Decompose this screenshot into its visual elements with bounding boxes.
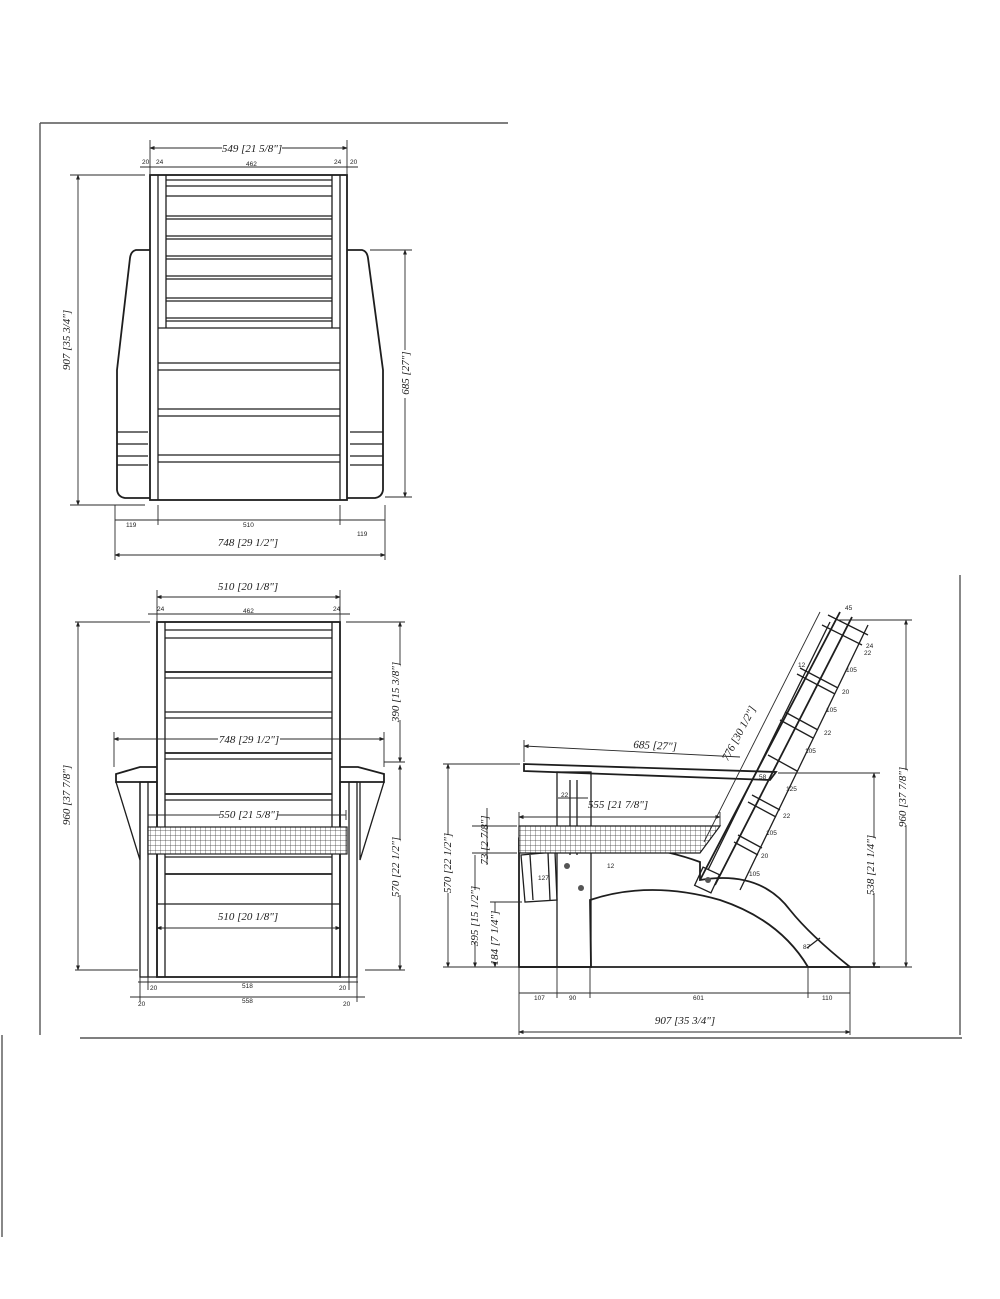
- svg-text:12: 12: [798, 662, 806, 669]
- dim-label: 20: [142, 159, 150, 166]
- dim-label: 20: [350, 159, 358, 166]
- back-rest-side: [699, 611, 869, 891]
- svg-text:22: 22: [783, 813, 791, 820]
- dim-side-arm-length: 685 [27"]: [633, 739, 677, 753]
- dim-side-overall-depth: 907 [35 3/4"]: [655, 1015, 715, 1027]
- svg-text:20: 20: [842, 689, 850, 696]
- dim-label: 558: [242, 998, 253, 1005]
- seat-cushion-side: [518, 825, 722, 854]
- dim-label: 601: [693, 995, 704, 1002]
- dim-front-overall-height: 960 [37 7/8"]: [61, 765, 73, 825]
- dim-label: 22: [561, 792, 569, 799]
- dim-front-arm-height: 570 [22 1/2"]: [390, 837, 402, 897]
- dim-side-rear-arm-height: 538 [21 1/4"]: [865, 835, 877, 895]
- dim-label: 45: [845, 605, 853, 612]
- svg-text:22: 22: [824, 730, 832, 737]
- dim-front-arm-span: 748 [29 1/2"]: [219, 734, 279, 746]
- dim-front-back-height: 390 [15 3/8"]: [390, 662, 402, 723]
- dim-label: 20: [343, 1001, 351, 1008]
- dim-label: 20: [339, 985, 347, 992]
- dim-side-seat-depth: 555 [21 7/8"]: [588, 799, 648, 811]
- dim-label: 24: [333, 606, 341, 613]
- dim-label: 510: [243, 522, 254, 529]
- dim-top-arm-length: 685 [27"]: [400, 351, 412, 394]
- dim-label: 110: [822, 995, 833, 1002]
- top-view: 549 [21 5/8"] 20 24 462 24 20 907 [35 3/…: [61, 140, 412, 560]
- back-slats-top: [158, 179, 340, 463]
- dim-label: 107: [534, 995, 545, 1002]
- dim-top-overall-width-base: 748 [29 1/2"]: [218, 537, 278, 549]
- svg-text:105: 105: [826, 707, 837, 714]
- dim-side-seat-front-height: 395 [15 1/2"]: [469, 886, 481, 947]
- dim-label: 462: [246, 161, 257, 168]
- svg-text:125: 125: [786, 786, 797, 793]
- dim-label: 24: [156, 159, 164, 166]
- svg-text:58: 58: [759, 774, 767, 781]
- dim-front-back-width: 510 [20 1/8"]: [218, 581, 278, 593]
- dim-side-back-length: 776 [30 1/2"]: [720, 704, 759, 763]
- dim-side-front-rail-height: 184 [7 1/4"]: [489, 911, 501, 966]
- svg-text:105: 105: [749, 871, 760, 878]
- dim-front-cushion-width: 550 [21 5/8"]: [219, 809, 279, 821]
- front-view: 510 [20 1/8"] 24 462 24 960 [37 7/8"] 39…: [61, 581, 407, 1008]
- dim-label: 90: [569, 995, 577, 1002]
- dim-label: 24: [157, 606, 165, 613]
- dim-label: 20: [138, 1001, 146, 1008]
- dim-side-arm-height: 570 [22 1/2"]: [442, 833, 454, 893]
- svg-text:105: 105: [805, 748, 816, 755]
- back-slats-front: [157, 629, 340, 905]
- dim-label: 119: [357, 531, 368, 538]
- sheet-frame: [1, 122, 962, 1237]
- svg-text:20: 20: [761, 853, 769, 860]
- svg-text:105: 105: [846, 667, 857, 674]
- dim-top-overall-depth: 907 [35 3/4"]: [61, 310, 73, 370]
- dim-top-overall-width: 549 [21 5/8"]: [222, 143, 282, 155]
- dim-label: 24: [334, 159, 342, 166]
- svg-text:24: 24: [866, 643, 874, 650]
- svg-text:105: 105: [766, 830, 777, 837]
- dim-label: 87: [803, 944, 811, 951]
- side-view: 685 [27"] 776 [30 1/2"] 22 555 [21 7/8"]…: [441, 605, 914, 1035]
- dim-label: 20: [150, 985, 158, 992]
- dim-side-overall-height: 960 [37 7/8"]: [897, 767, 909, 827]
- dim-front-rail-width: 510 [20 1/8"]: [218, 911, 278, 923]
- dim-label: 119: [126, 522, 137, 529]
- dim-label: 462: [243, 608, 254, 615]
- dim-side-cushion-thickness: 73 [2 7/8"]: [479, 815, 491, 864]
- dim-label: 127: [538, 875, 549, 882]
- back-slat-dims: 24 22 105 12 20 105 22 105 58 125 22 105…: [749, 643, 874, 878]
- dim-label: 12: [607, 863, 615, 870]
- seat-cushion-front: [147, 826, 348, 855]
- svg-text:22: 22: [864, 650, 872, 657]
- dim-label: 518: [242, 983, 253, 990]
- arm-brackets: [117, 431, 383, 466]
